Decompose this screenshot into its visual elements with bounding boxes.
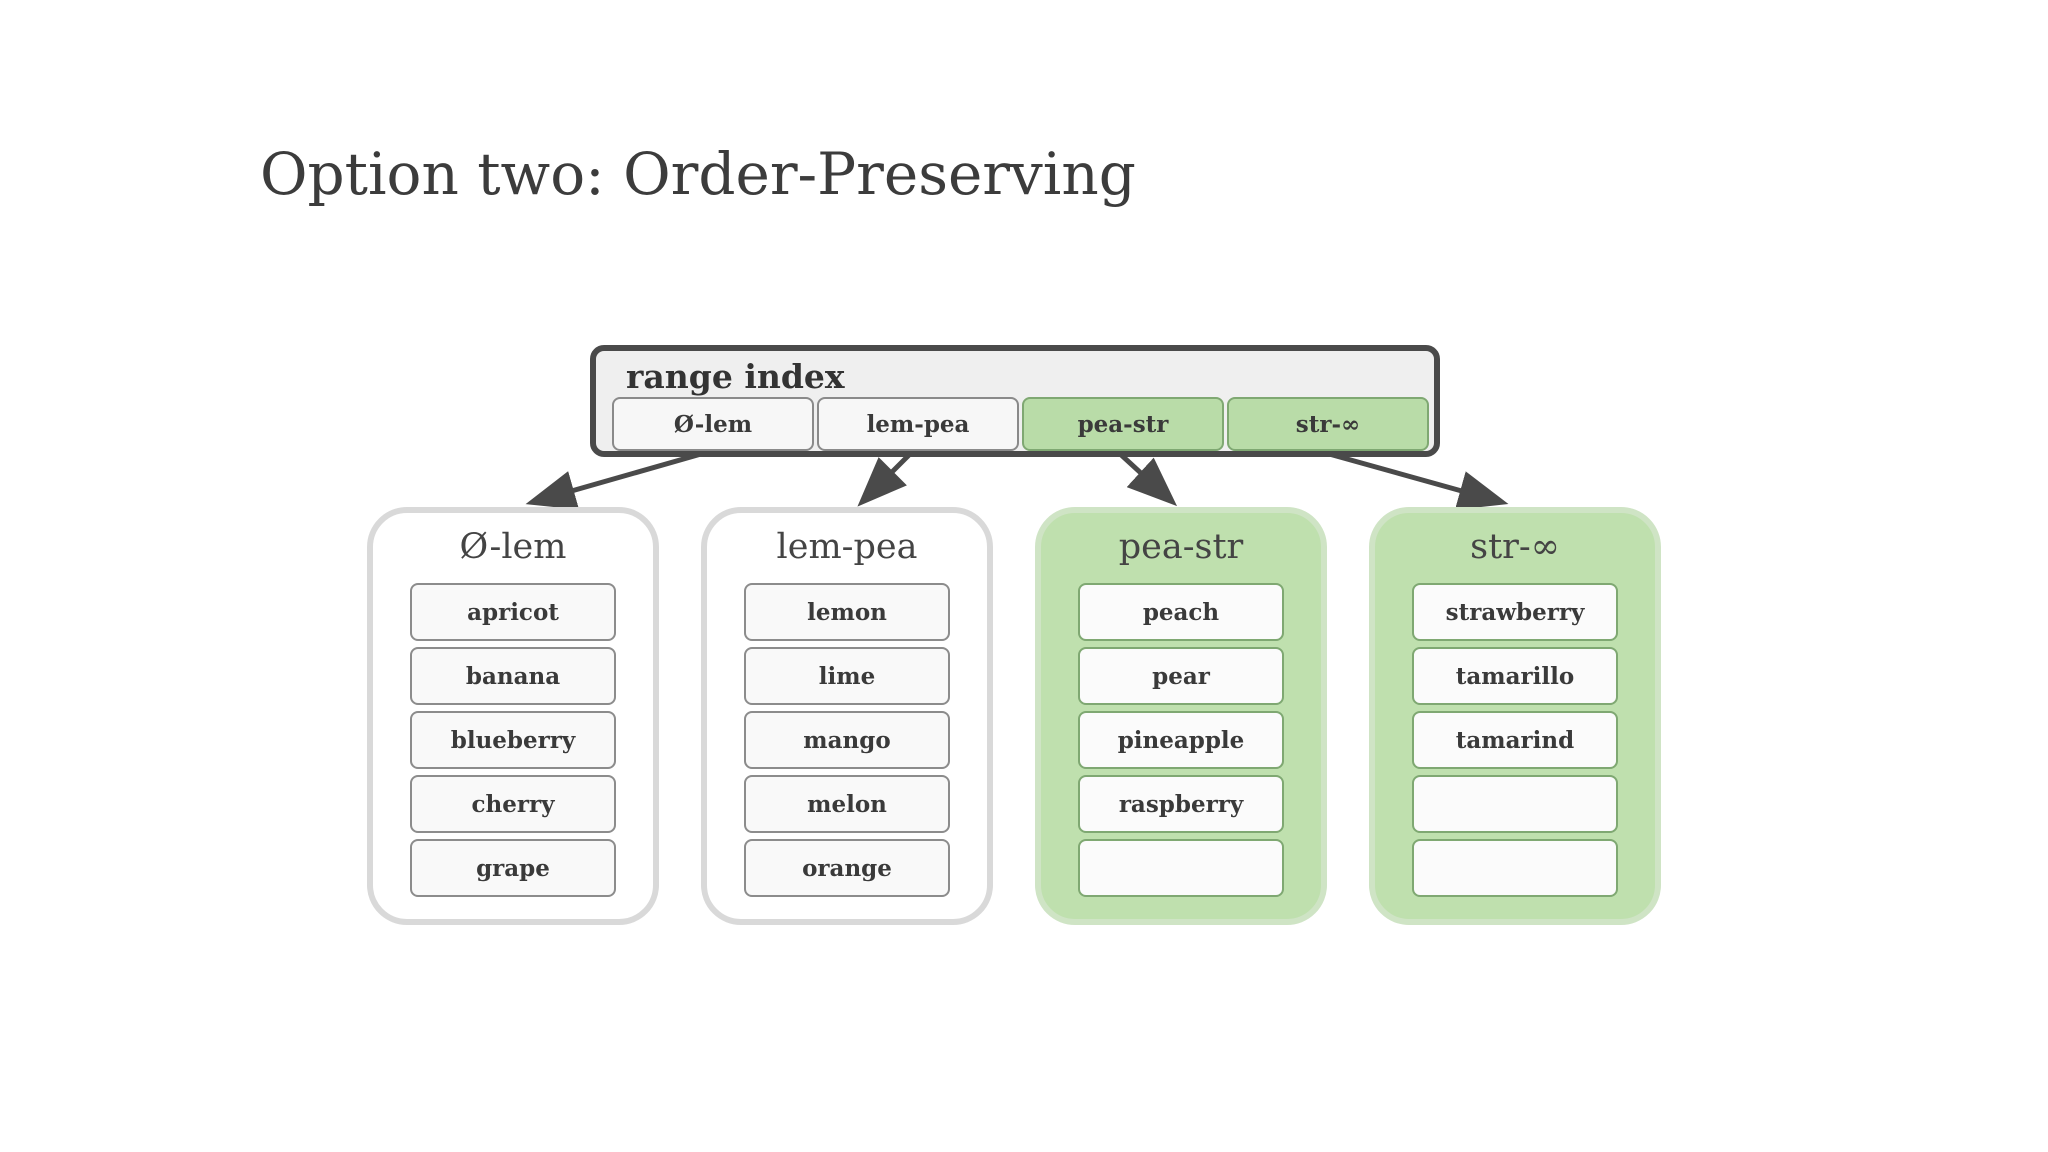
shard-item: peach	[1078, 583, 1284, 641]
shard-item: tamarillo	[1412, 647, 1618, 705]
shard-item: tamarind	[1412, 711, 1618, 769]
shard-item: banana	[410, 647, 616, 705]
arrow-to-shard-3	[1321, 449, 1509, 510]
shard-items: strawberry tamarillo tamarind	[1412, 583, 1618, 897]
arrow-to-shard-0	[525, 449, 709, 510]
arrow-to-shard-1	[857, 450, 914, 507]
shard-title: str-∞	[1470, 527, 1560, 567]
shard-title: lem-pea	[776, 527, 918, 567]
shard-title: Ø-lem	[459, 527, 567, 567]
range-index-label: range index	[626, 357, 845, 396]
range-cell-2: pea-str	[1022, 397, 1224, 451]
shard-item: strawberry	[1412, 583, 1618, 641]
range-index-cells: Ø-lem lem-pea pea-str str-∞	[612, 397, 1429, 451]
shard-3: str-∞ strawberry tamarillo tamarind	[1369, 507, 1661, 925]
shard-items: peach pear pineapple raspberry	[1078, 583, 1284, 897]
range-cell-1: lem-pea	[817, 397, 1019, 451]
shard-item: pear	[1078, 647, 1284, 705]
range-cell-0: Ø-lem	[612, 397, 814, 451]
range-cell-3: str-∞	[1227, 397, 1429, 451]
shard-item: apricot	[410, 583, 616, 641]
shard-item: grape	[410, 839, 616, 897]
shard-items: apricot banana blueberry cherry grape	[410, 583, 616, 897]
shard-item-empty	[1412, 775, 1618, 833]
shard-item: orange	[744, 839, 950, 897]
shard-item: melon	[744, 775, 950, 833]
arrow-to-shard-2	[1116, 450, 1178, 507]
shard-item: raspberry	[1078, 775, 1284, 833]
shard-1: lem-pea lemon lime mango melon orange	[701, 507, 993, 925]
shard-item: blueberry	[410, 711, 616, 769]
shard-title: pea-str	[1118, 527, 1244, 567]
shard-item: lime	[744, 647, 950, 705]
shard-item-empty	[1078, 839, 1284, 897]
shard-item: cherry	[410, 775, 616, 833]
shard-0: Ø-lem apricot banana blueberry cherry gr…	[367, 507, 659, 925]
shard-item: mango	[744, 711, 950, 769]
shard-items: lemon lime mango melon orange	[744, 583, 950, 897]
shard-2: pea-str peach pear pineapple raspberry	[1035, 507, 1327, 925]
shard-item: pineapple	[1078, 711, 1284, 769]
slide-title: Option two: Order-Preserving	[260, 140, 1136, 208]
shard-item: lemon	[744, 583, 950, 641]
range-index: range index Ø-lem lem-pea pea-str str-∞	[590, 345, 1440, 457]
shard-item-empty	[1412, 839, 1618, 897]
